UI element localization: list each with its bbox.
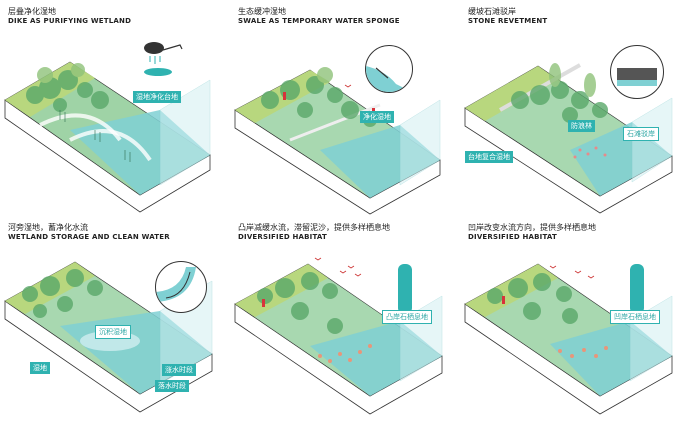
panel-title-cn: 生态缓冲湿地 bbox=[238, 7, 286, 16]
panel-concave-habitat: 凹岸改变水流方向，提供多样栖息地 DIVERSIFIED HABITAT 凹岸石… bbox=[460, 216, 690, 431]
panel-title-cn: 凸岸减缓水流，滞留泥沙，提供多样栖息地 bbox=[238, 223, 390, 232]
wetland-illustration bbox=[464, 263, 673, 415]
panel-wetland-storage: 河旁湿地，蓄净化水流 WETLAND STORAGE AND CLEAN WAT… bbox=[0, 216, 230, 431]
detail-circle bbox=[155, 261, 207, 313]
label-wetland: 湿地 bbox=[30, 362, 50, 374]
convex-bank-icon bbox=[398, 264, 412, 314]
panel-title-en: STONE REVETMENT bbox=[468, 17, 548, 25]
wetland-illustration bbox=[464, 63, 673, 214]
panel-title-en: DIKE AS PURIFYING WETLAND bbox=[8, 17, 132, 25]
concave-bank-icon bbox=[630, 264, 644, 314]
label-convex-habitat: 凸岸石栖息地 bbox=[382, 310, 432, 324]
detail-circle bbox=[365, 45, 413, 93]
panel-convex-habitat: 凸岸减缓水流，滞留泥沙，提供多样栖息地 DIVERSIFIED HABITAT … bbox=[230, 216, 460, 431]
label-purifying-wetland: 净化湿地 bbox=[360, 111, 394, 123]
label-rising-water: 涨水时段 bbox=[162, 364, 196, 376]
label-falling-water: 落水时段 bbox=[155, 380, 189, 392]
panel-title-cn: 缓坡石滩驳岸 bbox=[468, 7, 516, 16]
detail-circle bbox=[610, 45, 664, 99]
panel-title-cn: 河旁湿地，蓄净化水流 bbox=[8, 223, 88, 232]
label-wave-forest: 防浪林 bbox=[568, 120, 595, 132]
label-wetland-terrace: 湿地净化台地 bbox=[133, 91, 181, 103]
wetland-illustration bbox=[4, 261, 213, 413]
label-concave-habitat: 凹岸石栖息地 bbox=[610, 310, 660, 324]
label-terrace-wetland: 台地复合湿地 bbox=[465, 151, 513, 163]
panel-title-en: DIVERSIFIED HABITAT bbox=[238, 233, 327, 241]
panel-title-cn: 凹岸改变水流方向，提供多样栖息地 bbox=[468, 223, 596, 232]
panel-purifying-wetland: 层叠净化湿地 DIKE AS PURIFYING WETLAND 湿地净化台地 bbox=[0, 0, 230, 215]
panel-title-en: WETLAND STORAGE AND CLEAN WATER bbox=[8, 233, 170, 241]
panel-title-cn: 层叠净化湿地 bbox=[8, 7, 56, 16]
panel-swale-sponge: 生态缓冲湿地 SWALE AS TEMPORARY WATER SPONGE 净… bbox=[230, 0, 460, 215]
wetland-illustration bbox=[234, 67, 441, 215]
panel-stone-revetment: 缓坡石滩驳岸 STONE REVETMENT 防浪林 石滩驳岸 台地复合湿地 bbox=[460, 0, 690, 215]
label-stone-revetment: 石滩驳岸 bbox=[623, 127, 659, 141]
panel-title-en: DIVERSIFIED HABITAT bbox=[468, 233, 557, 241]
wetland-illustration bbox=[4, 42, 211, 213]
panel-title-en: SWALE AS TEMPORARY WATER SPONGE bbox=[238, 17, 400, 25]
rain-cloud-icon bbox=[144, 42, 183, 76]
label-sediment-wetland: 沉积湿地 bbox=[95, 325, 131, 339]
